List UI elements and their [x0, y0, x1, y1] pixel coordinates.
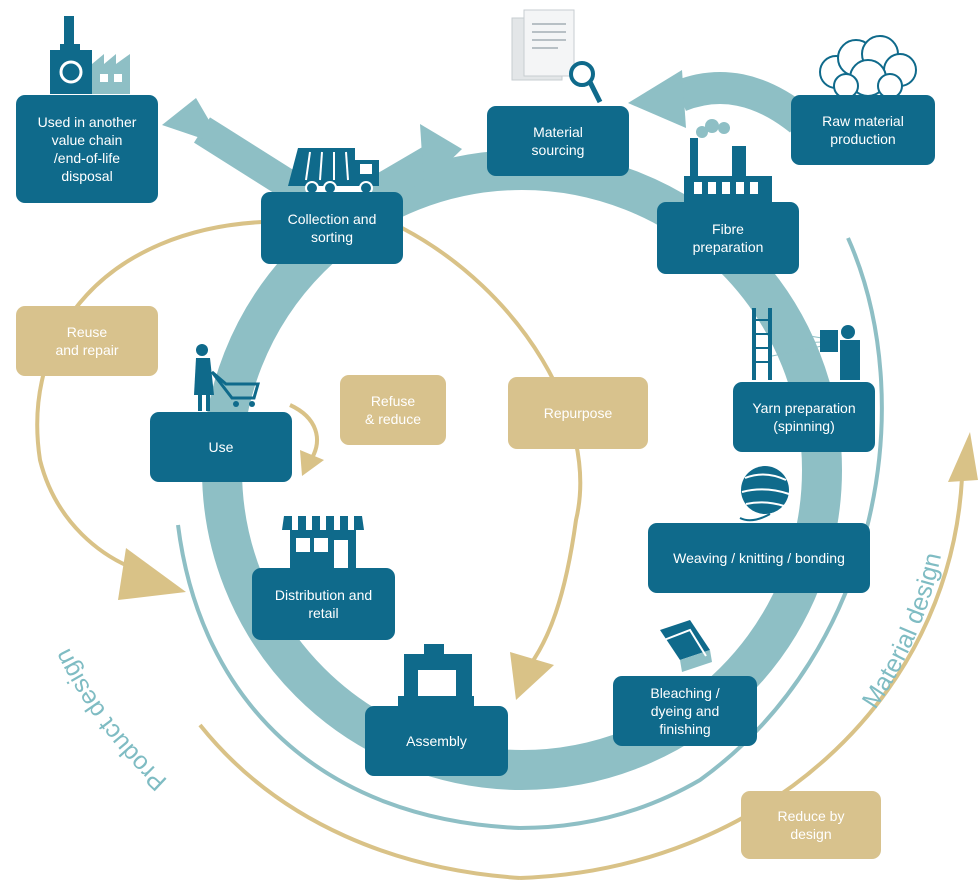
use-box: Use: [150, 412, 292, 482]
raw-material-production-box: Raw material production: [791, 95, 935, 165]
product-design-tan-arc: [198, 723, 521, 880]
collection-sorting-box: Collection and sorting: [261, 192, 403, 264]
weaving-knitting-bonding-box: Weaving / knitting / bonding: [648, 523, 870, 593]
factory-icon: [684, 119, 772, 204]
refuse-loop-arrowhead: [300, 450, 324, 476]
refuse-loop-arrow: [289, 403, 319, 459]
shopper-cart-icon: [194, 344, 260, 411]
shop-icon: [282, 516, 364, 572]
product-design-blue-arc: [176, 524, 521, 830]
product-design-label: Product design: [49, 645, 172, 797]
sewing-machine-icon: [398, 644, 474, 706]
bleaching-dyeing-finishing-box: Bleaching / dyeing and finishing: [613, 676, 757, 746]
documents-magnifier-icon: [511, 9, 603, 104]
reuse-loop-arrow: [35, 220, 263, 576]
reuse-loop-arrowhead: [118, 548, 186, 600]
repurpose-box: Repurpose: [508, 377, 648, 449]
collection-to-sourcing-band: [362, 147, 438, 208]
end-of-life-box: Used in another value chain /end-of-life…: [16, 95, 158, 203]
reuse-repair-box: Reuse and repair: [16, 306, 158, 376]
yarn-ball-icon: [739, 466, 790, 522]
raw-to-sourcing-arrow: [674, 72, 810, 133]
yarn-preparation-box: Yarn preparation (spinning): [733, 382, 875, 452]
material-design-blue-arc: [519, 237, 884, 830]
repurpose-loop-arrow: [401, 226, 583, 667]
fibre-preparation-box: Fibre preparation: [657, 202, 799, 274]
material-design-label: Material design: [857, 550, 947, 713]
reduce-by-design-box: Reduce by design: [741, 791, 881, 859]
refuse-reduce-box: Refuse & reduce: [340, 375, 446, 445]
material-sourcing-box: Material sourcing: [487, 106, 629, 176]
fabric-roll-icon: [660, 620, 712, 672]
raw-to-sourcing-arrowhead: [628, 70, 686, 128]
assembly-box: Assembly: [365, 706, 508, 776]
repurpose-loop-arrowhead: [510, 652, 554, 700]
spinning-machine-icon: [752, 308, 860, 380]
collection-to-sourcing-arrowhead: [420, 124, 462, 186]
material-design-tan-arc: [519, 477, 964, 880]
collection-to-end-of-life-arrowhead: [162, 98, 224, 146]
recycling-factory-icon: [50, 16, 130, 94]
distribution-retail-box: Distribution and retail: [252, 568, 395, 640]
material-design-arrowhead: [948, 432, 978, 482]
raw-material-cloud-icon: [819, 35, 917, 99]
